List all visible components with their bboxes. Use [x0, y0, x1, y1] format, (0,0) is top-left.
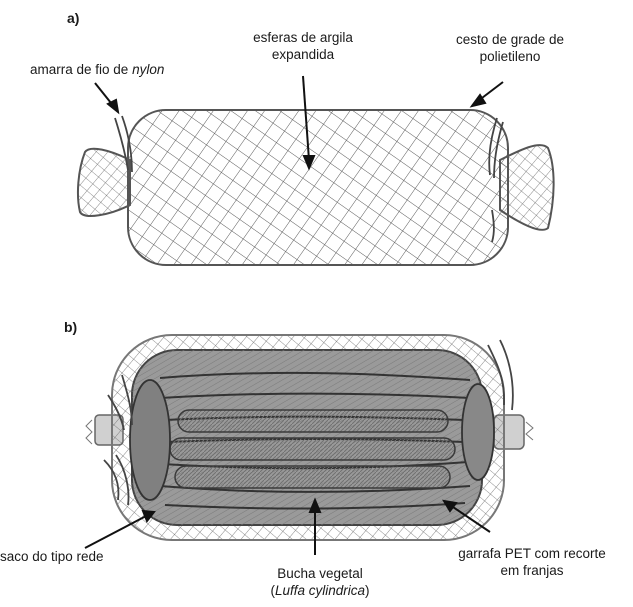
luffa-piece: [175, 466, 450, 488]
arrow-net-bag: [85, 515, 148, 548]
luffa-piece: [178, 410, 448, 432]
label-pet-bottle-line2: em franjas: [437, 562, 627, 579]
label-luffa: Bucha vegetal (Luffa cylindrica): [255, 565, 385, 599]
luffa-piece: [170, 438, 455, 460]
label-luffa-line1: Bucha vegetal: [255, 565, 385, 582]
left-end-wrap: [78, 149, 130, 216]
left-cap-fringe: [86, 420, 92, 444]
right-cap-fringe: [526, 422, 533, 440]
panel-b-letter: b): [64, 319, 77, 335]
bottle-left-end: [130, 380, 170, 500]
label-luffa-line2: (Luffa cylindrica): [255, 582, 385, 599]
basket-body: [128, 110, 508, 265]
label-luffa-species: Luffa cylindrica: [275, 583, 365, 598]
luffa-sponges: [170, 410, 455, 488]
label-net-bag: saco do tipo rede: [0, 548, 104, 565]
label-luffa-paren-close: ): [365, 583, 370, 598]
bottle-right-end: [462, 384, 494, 480]
label-pet-bottle-line1: garrafa PET com recorte: [437, 545, 627, 562]
label-pet-bottle: garrafa PET com recorte em franjas: [437, 545, 627, 579]
panel-b-assembly: [86, 335, 533, 540]
panel-a-basket: [78, 110, 554, 265]
